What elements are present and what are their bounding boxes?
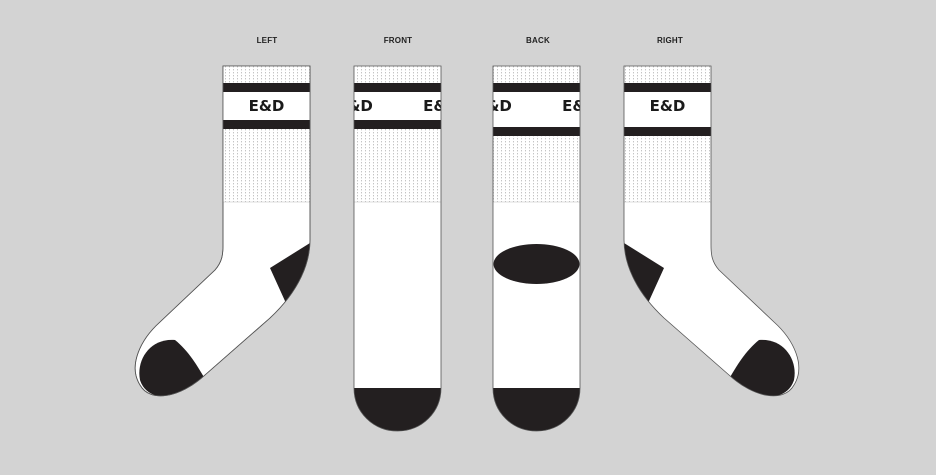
sock-back-logo-right: E&D — [562, 97, 598, 115]
sock-left: E&D — [134, 65, 311, 397]
sock-back-stripe-top — [493, 83, 580, 92]
sock-front-stripe-top — [354, 83, 441, 92]
sock-front-stripe-bottom — [354, 120, 441, 129]
sock-right-logo: E&D — [650, 97, 686, 115]
sock-front: E&D E&D — [337, 65, 459, 432]
sock-front-toe — [354, 388, 441, 431]
view-label-left: LEFT — [256, 36, 278, 45]
sock-right-stripe-top — [624, 83, 711, 92]
sock-back-heel — [493, 244, 580, 284]
sock-back-toe — [493, 388, 580, 431]
sock-back-logo-left: E&D — [476, 97, 512, 115]
view-label-back: BACK — [526, 36, 550, 45]
sock-left-stripe-bottom — [223, 120, 310, 129]
view-label-right: RIGHT — [657, 36, 683, 45]
view-label-front: FRONT — [383, 36, 413, 45]
sock-back-stripe-bottom — [493, 127, 580, 136]
sock-right-toe — [724, 339, 795, 396]
sock-left-logo: E&D — [249, 97, 285, 115]
sock-back: E&D E&D — [476, 65, 598, 432]
sock-left-stripe-top — [223, 83, 310, 92]
sock-right-stripe-bottom — [624, 127, 711, 136]
sock-front-logo-right: E&D — [423, 97, 459, 115]
sock-left-toe — [139, 339, 210, 396]
sock-right: E&D — [623, 65, 800, 397]
sock-front-logo-left: E&D — [337, 97, 373, 115]
